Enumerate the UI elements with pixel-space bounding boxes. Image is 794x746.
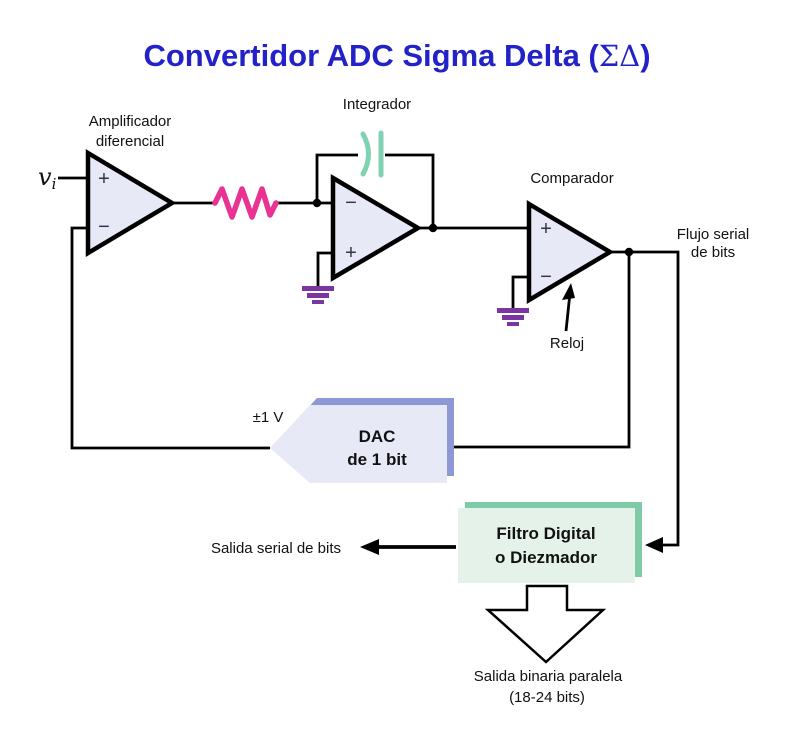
integrator-plus-sign: + [345,242,357,264]
clock-annotation: Reloj [550,283,584,352]
serial-flow-label: Flujo serial de bits [677,226,750,261]
amplifier-label-line1: Amplificador [89,113,172,130]
capacitor-symbol [360,130,384,178]
comparator-minus-sign: − [540,266,552,288]
amplifier-minus-sign: − [98,216,110,238]
serial-output-arrow: Salida serial de bits [211,539,456,557]
comparator: + − Comparador [526,170,615,304]
wire-comparator-minus-to-ground [511,275,529,308]
serial-flow-line2: de bits [691,244,735,261]
junction-dots [312,198,634,257]
wire-integrator-plus-to-ground [316,251,333,286]
dac-body-shape [270,405,447,483]
ground-bar-2 [502,315,524,320]
dac-label-line1: DAC [359,427,396,446]
filter-input-arrowhead [645,537,663,553]
input-signal-v: v [38,163,52,191]
amplifier-triangle [85,149,177,257]
integrator-triangle [330,174,423,282]
ground-bar-2 [307,293,329,298]
wire-junction-to-dac [448,252,631,449]
clock-label: Reloj [550,335,584,352]
wire-capacitor-to-output [385,153,435,229]
wire-layer [58,153,680,547]
ground-bar-3 [507,322,519,326]
wire-dac-feedback-to-amp [70,226,270,450]
differential-amplifier: + − Amplificador diferencial [85,113,177,257]
serial-output-label: Salida serial de bits [211,540,341,557]
ground-symbol-comparator [497,308,529,326]
serial-flow-line1: Flujo serial [677,226,750,243]
ground-bar-1 [302,286,334,291]
clock-arrow-line [564,292,572,332]
page-title: Convertidor ADC Sigma Delta (ΣΔ) [0,38,794,74]
input-signal-label: vi [38,163,57,193]
wire-feedback-to-capacitor-left [315,153,358,203]
amplifier-plus-sign: + [98,168,110,190]
parallel-output-label-line1: Salida binaria paralela [474,668,623,685]
comparator-plus-sign: + [540,218,552,240]
parallel-output-hollow-arrow [484,584,607,664]
ground-bar-3 [312,300,324,304]
title-suffix: ) [640,38,651,73]
clock-arrowhead [562,283,575,300]
capacitor-curved-plate [360,131,371,177]
title-text: Convertidor ADC Sigma Delta ( [143,38,599,73]
integrator-label: Integrador [343,96,411,113]
comparator-label: Comparador [530,170,613,187]
parallel-output: Salida binaria paralela (18-24 bits) [474,584,623,706]
digital-filter-block: Filtro Digital o Diezmador [458,502,642,583]
amplifier-label-line2: diferencial [96,133,164,150]
filter-label-line1: Filtro Digital [496,524,595,543]
dac-voltage-label: ±1 V [253,409,284,426]
dac-block: DAC de 1 bit ±1 V [253,398,454,483]
ground-symbol-integrator [302,286,334,304]
filter-body-rect [458,508,635,583]
junction-dot-integrator-input [312,198,322,208]
resistor-symbol [212,186,279,220]
parallel-output-label-line2: (18-24 bits) [509,689,585,706]
title-sigma-delta-symbols: ΣΔ [598,39,641,73]
dac-label-line2: de 1 bit [347,450,407,469]
integrator-minus-sign: − [345,192,357,214]
junction-dot-integrator-output [428,223,438,233]
ground-bar-1 [497,308,529,313]
input-signal-subscript: i [52,175,57,193]
junction-dot-comparator-output [624,247,634,257]
wire-comparator-out-to-filter [610,250,680,547]
serial-output-arrowhead [360,539,379,555]
integrator: − + Integrador [330,96,423,282]
filter-label-line2: o Diezmador [495,548,597,567]
comparator-triangle [526,200,615,304]
